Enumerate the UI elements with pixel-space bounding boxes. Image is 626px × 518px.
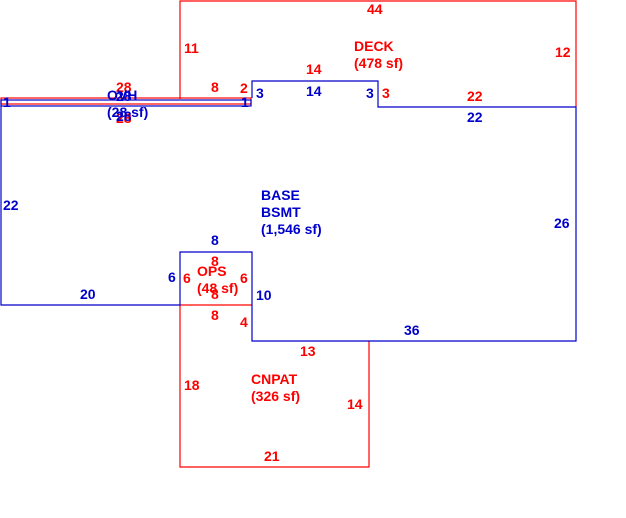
dim-deck-notch-right: 3 <box>382 85 390 101</box>
dim-deck-bottom-right: 22 <box>467 88 483 104</box>
dim-ovh-bottom-red: 28 <box>116 110 132 126</box>
dim-cnpat-top-left: 8 <box>211 307 219 323</box>
dim-deck-left: 11 <box>184 40 199 56</box>
dim-base-top-right: 22 <box>467 109 483 125</box>
ovh-name: OVH <box>107 87 137 103</box>
dim-base-right: 26 <box>554 215 570 231</box>
cnpat-outline <box>179 305 370 468</box>
ovh-outline-blue <box>0 99 252 107</box>
dim-base-bottom-right: 36 <box>404 322 420 338</box>
dim-deck-right: 12 <box>555 44 571 60</box>
dim-cnpat-left: 18 <box>184 377 200 393</box>
dim-ops-right: 6 <box>240 270 248 286</box>
deck-name: DECK <box>354 38 394 54</box>
base-area: (1,546 sf) <box>261 221 322 237</box>
dim-deck-top: 44 <box>367 1 383 17</box>
dim-base-notch-right: 3 <box>366 85 374 101</box>
dim-ops-bottom: 8 <box>211 286 219 302</box>
dim-cnpat-right: 14 <box>347 396 363 412</box>
dim-deck-bottom-left: 8 <box>211 79 219 95</box>
dim-deck-notch-left: 2 <box>240 80 248 96</box>
dim-ovh-top-red: 28 <box>116 79 132 95</box>
ops-name: OPS <box>197 263 227 279</box>
dim-base-notch-left: 3 <box>256 85 264 101</box>
dim-ops-left: 6 <box>183 270 191 286</box>
cnpat-area: (326 sf) <box>251 388 300 404</box>
dim-cnpat-top-right: 13 <box>300 343 316 359</box>
dim-cnpat-notch: 4 <box>240 314 248 330</box>
cnpat-name: CNPAT <box>251 371 298 387</box>
base-name-line2: BSMT <box>261 204 301 220</box>
deck-area: (478 sf) <box>354 55 403 71</box>
dim-cnpat-bottom: 21 <box>264 448 280 464</box>
dim-ovh-right: 1 <box>241 94 249 110</box>
dim-base-bottom-left: 20 <box>80 286 96 302</box>
base-outline <box>0 80 577 342</box>
base-name-line1: BASE <box>261 187 300 203</box>
dim-ovh-top-blue: 28 <box>116 88 132 104</box>
ovh-area: (28 sf) <box>107 104 148 120</box>
dim-base-notch-top: 14 <box>306 83 322 99</box>
deck-outline <box>179 0 577 107</box>
dim-base-ops-left: 6 <box>168 269 176 285</box>
dim-ovh-bottom-blue: 28 <box>116 108 132 124</box>
ops-area: (48 sf) <box>197 280 238 296</box>
dim-ovh-left: 1 <box>3 94 11 110</box>
dim-base-left: 22 <box>3 197 19 213</box>
dim-base-ops-right: 10 <box>256 287 272 303</box>
dim-ops-top: 8 <box>211 253 219 269</box>
dim-deck-notch-top: 14 <box>306 61 322 77</box>
dim-base-ops-top: 8 <box>211 232 219 248</box>
